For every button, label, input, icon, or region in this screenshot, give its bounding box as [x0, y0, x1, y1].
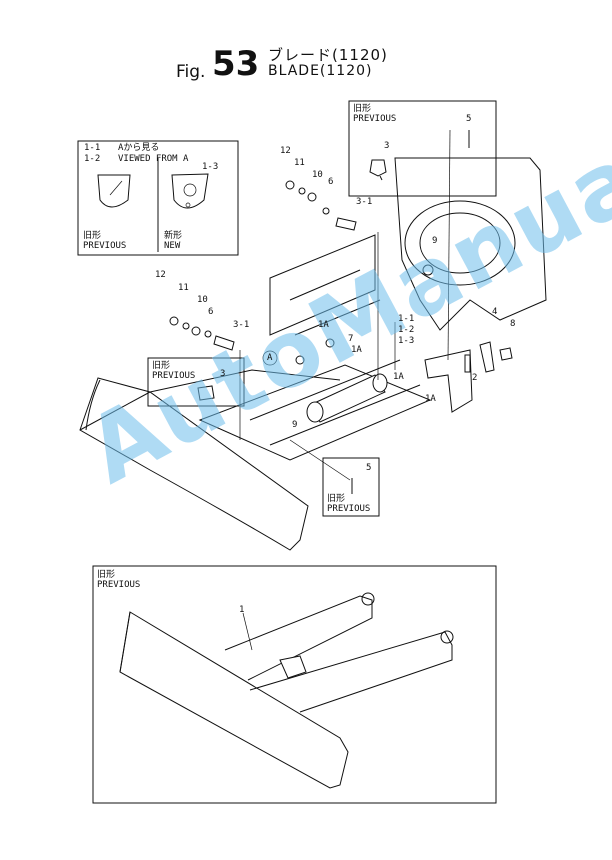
callout-11-lower: 11: [178, 283, 189, 293]
previous-bolt-left-jp: 旧形: [152, 361, 171, 371]
callout-reference-a: A: [267, 353, 273, 363]
callout-1-2-main: 1-2: [398, 325, 415, 335]
new-label-en: NEW: [164, 241, 181, 251]
figure-title-japanese: ブレード(1120): [268, 46, 388, 64]
callout-12-lower: 12: [155, 270, 166, 280]
reference-circle-a: [262, 350, 278, 366]
right-bracket: [424, 349, 473, 413]
callout-1-bottom: 1: [239, 605, 245, 615]
previous-label-en: PREVIOUS: [83, 241, 127, 251]
callout-3-1-lower: 3-1: [233, 320, 250, 330]
callout-10-upper: 10: [312, 170, 323, 180]
new-label-jp: 新形: [164, 231, 183, 241]
main-frame-body: [394, 157, 547, 331]
previous-blade-en: PREVIOUS: [97, 580, 141, 590]
blade-main: [79, 377, 309, 551]
plate-previous-drawing: [97, 174, 131, 208]
callout-1a-a: 1A: [318, 320, 329, 330]
blade-frame-arms: [198, 364, 432, 461]
inset-view-a-frame: [77, 140, 239, 256]
callout-1-3-main: 1-3: [398, 336, 415, 346]
callout-5-pin: 5: [366, 463, 372, 473]
callout-1a-b: 1A: [351, 345, 362, 355]
inset-previous-blade-frame: [92, 565, 497, 804]
callout-10-lower: 10: [197, 295, 208, 305]
callout-3-left: 3: [220, 369, 226, 379]
previous-blade-jp: 旧形: [97, 570, 116, 580]
previous-label-jp: 旧形: [83, 231, 102, 241]
previous-bolt-left-en: PREVIOUS: [152, 371, 196, 381]
callout-9-upper: 9: [432, 236, 438, 246]
callout-1-3: 1-3: [202, 162, 219, 172]
plate-new-drawing: [171, 173, 209, 209]
callout-11-upper: 11: [294, 158, 305, 168]
inset-view-a-jp: Aから見る: [118, 143, 160, 153]
figure-prefix: Fig.: [176, 62, 206, 82]
callout-1-1-main: 1-1: [398, 314, 415, 324]
upper-pusher-arm: [269, 234, 376, 336]
callout-6-upper: 6: [328, 177, 334, 187]
callout-1-2: 1-2: [84, 154, 101, 164]
inset-previous-pin-frame: [322, 457, 380, 517]
callout-1a-c: 1A: [393, 372, 404, 382]
callout-3-1-upper: 3-1: [356, 197, 373, 207]
callout-2: 2: [472, 373, 478, 383]
previous-pin-jp: 旧形: [327, 494, 346, 504]
figure-title-english: BLADE(1120): [268, 63, 373, 79]
callout-3-top: 3: [384, 141, 390, 151]
inset-previous-bolt-top-frame: [348, 100, 497, 197]
figure-number: 53: [212, 44, 260, 84]
callout-5-top: 5: [466, 114, 472, 124]
callout-9-lower: 9: [292, 420, 298, 430]
previous-bolt-top-jp: 旧形: [353, 104, 372, 114]
inset-previous-bolt-left-frame: [147, 357, 245, 407]
previous-blade-drawing: [119, 611, 349, 789]
callout-7: 7: [348, 334, 354, 344]
inset-view-a-en: VIEWED FROM A: [118, 154, 189, 164]
callout-12-upper: 12: [280, 146, 291, 156]
previous-pin-en: PREVIOUS: [327, 504, 371, 514]
callout-8: 8: [510, 319, 516, 329]
callout-6-lower: 6: [208, 307, 214, 317]
callout-4: 4: [492, 307, 498, 317]
callout-1-1: 1-1: [84, 143, 101, 153]
previous-bolt-top-en: PREVIOUS: [353, 114, 397, 124]
callout-1a-d: 1A: [425, 394, 436, 404]
